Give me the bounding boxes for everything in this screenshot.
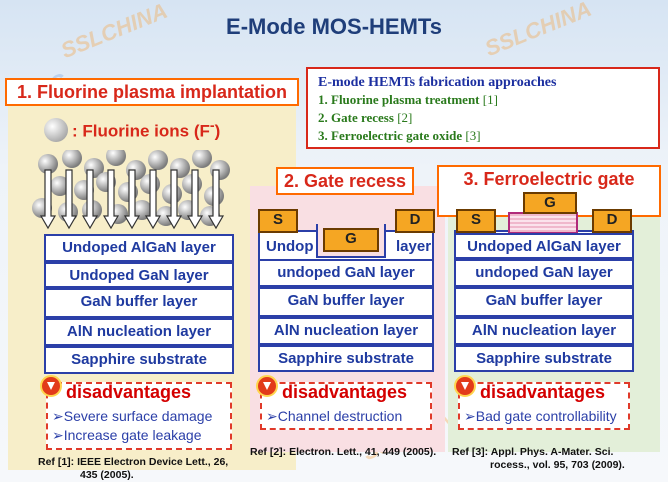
layer-aln: AlN nucleation layer xyxy=(44,318,234,346)
item-text: Bad gate controllability xyxy=(475,408,617,424)
source-contact: S xyxy=(258,209,298,233)
disadvantage-item: ➢Bad gate controllability xyxy=(464,408,617,425)
layer-aln: AlN nucleation layer xyxy=(258,317,434,345)
disadvantage-item: ➢Channel destruction xyxy=(266,408,402,425)
approach-text: Ferroelectric gate oxide xyxy=(331,128,463,143)
fluorine-ion-icon xyxy=(44,118,68,142)
approaches-heading: E-mode HEMTs fabrication approaches xyxy=(318,75,557,90)
approach-ref: [2] xyxy=(397,110,413,125)
disadvantages-box xyxy=(458,382,630,430)
disadvantages-box xyxy=(46,382,232,450)
layer-algan-right: layer xyxy=(396,238,432,255)
legend-sup: - xyxy=(209,118,215,134)
bullet-icon: ➢ xyxy=(266,408,278,424)
approach-text: Fluorine plasma treatment xyxy=(331,92,480,107)
item-text: Severe surface damage xyxy=(63,408,213,424)
bullet-icon: ➢ xyxy=(52,408,64,424)
approach-item: 3. Ferroelectric gate oxide [3] xyxy=(318,127,648,145)
reference-1-cont: 435 (2005). xyxy=(80,469,134,481)
implant-arrow-icon xyxy=(165,169,183,230)
layer-sapphire: Sapphire substrate xyxy=(258,345,434,372)
approach-ref: [1] xyxy=(482,92,498,107)
arrow-down-icon xyxy=(256,375,278,397)
reference-2: Ref [2]: Electron. Lett., 41, 449 (2005)… xyxy=(250,446,437,458)
disadvantages-box xyxy=(260,382,432,430)
bullet-icon: ➢ xyxy=(52,427,64,443)
ferroelectric-oxide xyxy=(508,212,578,234)
gate-contact: G xyxy=(323,228,379,252)
layer-sapphire: Sapphire substrate xyxy=(44,346,234,374)
disadvantage-item: ➢Severe surface damage xyxy=(52,408,212,425)
layer-buffer: GaN buffer layer xyxy=(44,288,234,318)
legend-end: ) xyxy=(214,121,221,141)
fluorine-ion xyxy=(50,176,70,196)
gate-contact: G xyxy=(523,192,577,214)
item-text: Increase gate leakage xyxy=(63,427,202,443)
approach-item: 2. Gate recess [2] xyxy=(318,109,648,127)
layer-buffer: GaN buffer layer xyxy=(258,287,434,317)
disadvantages-title: disadvantages xyxy=(282,382,408,402)
layer-aln: AlN nucleation layer xyxy=(454,317,634,345)
layer-algan: Undoped AlGaN layer xyxy=(44,234,234,262)
implant-arrow-icon xyxy=(123,169,141,230)
layer-buffer: GaN buffer layer xyxy=(454,287,634,317)
fluorine-ion xyxy=(132,200,152,220)
reference-3-cont: rocess., vol. 95, 703 (2009). xyxy=(490,459,625,471)
disadvantages-title: disadvantages xyxy=(480,382,606,402)
implant-arrow-icon xyxy=(81,169,99,230)
drain-contact: D xyxy=(592,209,632,233)
fluorine-ion xyxy=(38,154,58,174)
approach-num: 3. xyxy=(318,128,328,143)
layer-gan: undoped GaN layer xyxy=(454,259,634,287)
fluorine-ion xyxy=(192,150,212,168)
reference-1: Ref [1]: IEEE Electron Device Lett., 26, xyxy=(38,456,229,468)
bullet-icon: ➢ xyxy=(464,408,476,424)
fluorine-legend: : Fluorine ions (F-) xyxy=(72,118,220,142)
disadvantage-item: ➢Increase gate leakage xyxy=(52,427,202,444)
fluorine-ion xyxy=(106,150,126,166)
fluorine-ion xyxy=(148,150,168,170)
approach-item: 1. Fluorine plasma treatment [1] xyxy=(318,91,648,109)
layer-gan: undoped GaN layer xyxy=(258,259,434,287)
legend-text: : Fluorine ions (F xyxy=(72,121,210,141)
approach-num: 2. xyxy=(318,110,328,125)
item-text: Channel destruction xyxy=(277,408,403,424)
approach-num: 1. xyxy=(318,92,328,107)
fluorine-ions-illustration xyxy=(32,150,230,230)
layer-gan: Undoped GaN layer xyxy=(44,262,234,288)
source-contact: S xyxy=(456,209,496,233)
panel-title-gate-recess: 2. Gate recess xyxy=(276,167,414,195)
implant-arrow-icon xyxy=(144,169,162,230)
layer-sapphire: Sapphire substrate xyxy=(454,345,634,372)
page-title: E-Mode MOS-HEMTs xyxy=(226,14,442,39)
panel-title-fluorine: 1. Fluorine plasma implantation xyxy=(5,78,299,106)
reference-3: Ref [3]: Appl. Phys. A-Mater. Sci. xyxy=(452,446,614,458)
implant-arrow-icon xyxy=(39,169,57,230)
fluorine-ion xyxy=(62,150,82,168)
arrow-down-icon xyxy=(454,375,476,397)
drain-contact: D xyxy=(395,209,435,233)
layer-algan: Undoped AlGaN layer xyxy=(454,233,634,259)
disadvantages-title: disadvantages xyxy=(66,382,192,402)
implant-arrow-icon xyxy=(207,169,225,230)
approaches-box: E-mode HEMTs fabrication approaches 1. F… xyxy=(306,67,660,149)
arrow-down-icon xyxy=(40,375,62,397)
layer-algan-left: Undop xyxy=(266,238,314,255)
implant-arrow-icon xyxy=(102,169,120,230)
implant-arrow-icon xyxy=(186,169,204,230)
approach-text: Gate recess xyxy=(331,110,394,125)
implant-arrow-icon xyxy=(60,169,78,230)
approach-ref: [3] xyxy=(465,128,481,143)
